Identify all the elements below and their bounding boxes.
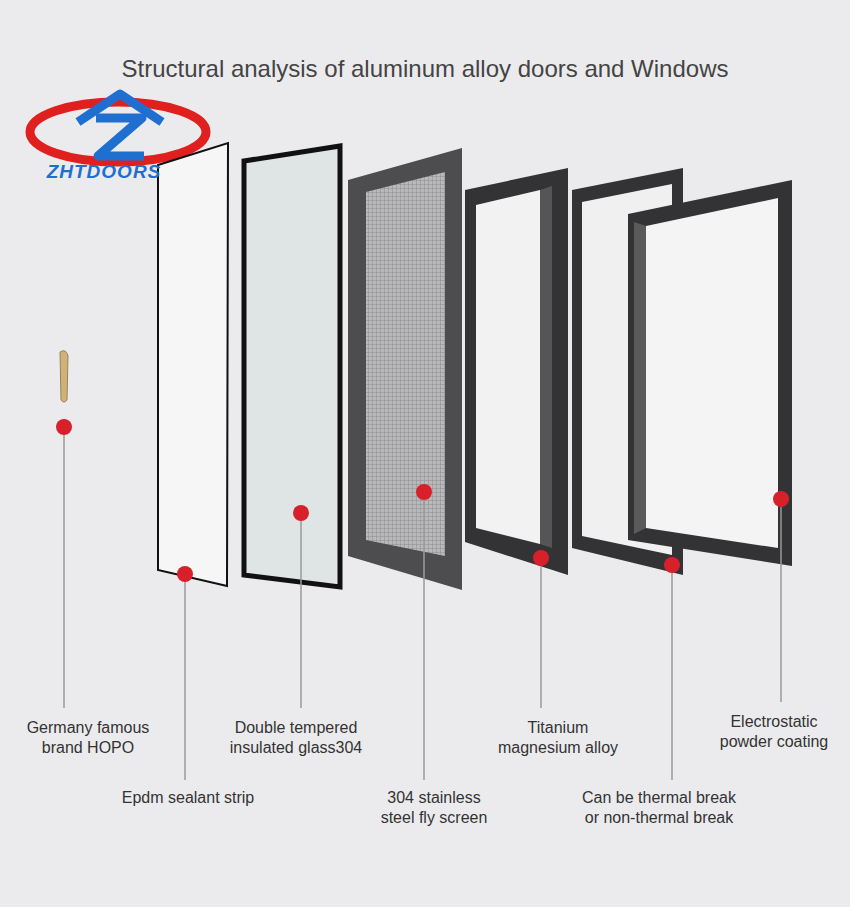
part-label: Epdm sealant strip	[103, 788, 273, 808]
sash-edge	[540, 186, 552, 548]
part-label: Can be thermal break or non-thermal brea…	[573, 788, 745, 828]
part-label: Double tempered insulated glass304	[214, 718, 379, 758]
outer-opening	[646, 198, 778, 548]
part-label: Titanium magnesium alloy	[493, 718, 623, 758]
logo-mark	[30, 94, 206, 162]
fly-screen	[366, 172, 445, 556]
outer-frame	[628, 180, 792, 566]
part-label: 304 stainless steel fly screen	[370, 788, 498, 828]
logo-text: ZHTDOORS	[47, 162, 162, 182]
sash-opening	[476, 190, 540, 544]
diagram-title: Structural analysis of aluminum alloy do…	[122, 54, 729, 84]
screen-frame	[348, 148, 462, 590]
outer-edge	[634, 222, 646, 534]
part-label: Germany famous brand HOPO	[18, 718, 158, 758]
leader-lines	[64, 427, 781, 780]
sealant-glass-pane	[158, 143, 228, 586]
handle	[60, 351, 68, 402]
callout-dots	[56, 419, 789, 582]
part-label: Electrostatic powder coating	[710, 712, 838, 752]
sash-frame	[465, 168, 568, 575]
insulated-glass	[244, 146, 340, 587]
